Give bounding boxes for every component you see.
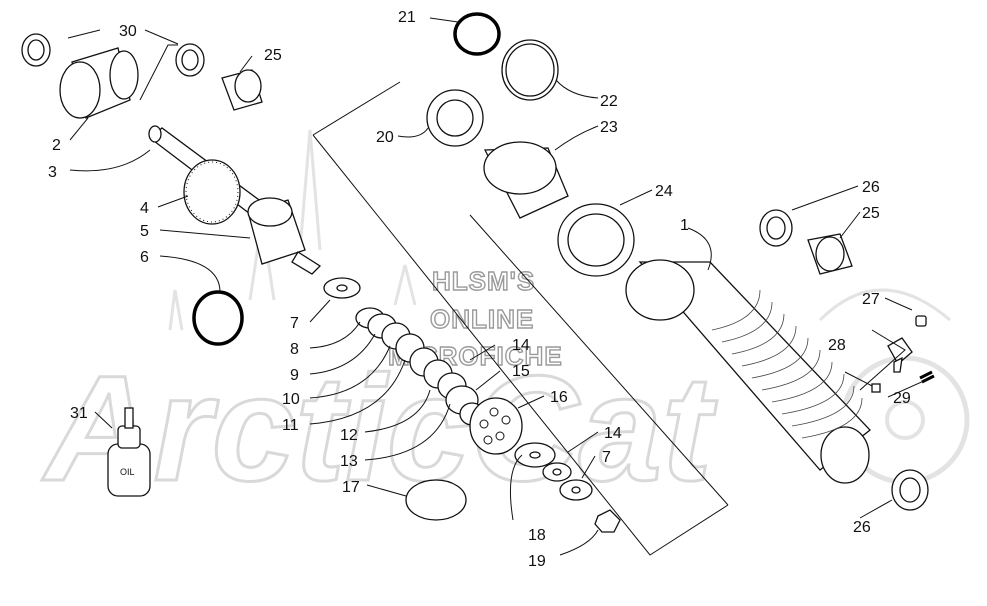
callout-14-lower: 14 [604,425,622,442]
part-19-nut [594,509,621,533]
callout-15: 15 [512,363,530,380]
callout-29: 29 [893,390,911,407]
callout-labels: 30 25 2 3 4 5 6 7 8 9 10 11 12 13 14 15 … [48,9,911,570]
part-7-washer [323,277,361,299]
callout-25-right: 25 [862,205,880,222]
callout-10: 10 [282,391,300,408]
callout-21: 21 [398,9,416,26]
callout-2: 2 [52,137,61,154]
callout-30: 30 [119,23,137,40]
part-31-oil-bottle: OIL [107,407,151,497]
part-21-o-ring [453,12,501,56]
callout-12: 12 [340,427,358,444]
part-20-cap [426,89,484,147]
callout-27: 27 [862,291,880,308]
callout-7-lower: 7 [602,449,611,466]
part-23-collar [483,141,569,219]
callout-17: 17 [342,479,360,496]
callout-8: 8 [290,341,299,358]
part-25-spacer-top [221,69,263,111]
callout-22: 22 [600,93,618,110]
callout-26-top: 26 [862,179,880,196]
part-24-seal [557,203,635,277]
watermark-line-2: ONLINE [430,304,534,334]
part-30-bushing-left [21,33,51,67]
part-25-spacer-right [807,233,853,275]
valve-shim-stack [355,307,485,426]
part-2-eye-sleeve [59,47,139,119]
part-26-bushing-bottom [891,469,929,511]
part-16-piston [469,397,523,455]
leader-lines [67,17,927,556]
part-27-screw [915,315,927,327]
callout-11: 11 [282,417,299,434]
callout-20: 20 [376,129,394,146]
part-30-bushing-right [175,43,205,77]
callout-3: 3 [48,164,57,181]
callout-31: 31 [70,405,88,422]
callout-25-top: 25 [264,47,282,64]
callout-5: 5 [140,223,149,240]
callout-1: 1 [680,217,689,234]
callout-18: 18 [528,527,546,544]
callout-16: 16 [550,389,568,406]
callout-6: 6 [140,249,149,266]
callout-13: 13 [340,453,358,470]
callout-24: 24 [655,183,673,200]
callout-7-upper: 7 [290,315,299,332]
callout-9: 9 [290,367,299,384]
part-22-ring [501,39,559,101]
callout-23: 23 [600,119,618,136]
callout-4: 4 [140,200,149,217]
part-18-washer [514,442,556,468]
part-7-washer-lower [559,479,593,501]
part-1-shock-body [625,259,871,484]
watermark-line-1: HLSM'S [432,266,535,296]
leader-30-link [139,44,178,101]
callout-19: 19 [528,553,546,570]
callout-14-upper: 14 [512,337,530,354]
part-29-seat [871,383,881,393]
callout-26-bottom: 26 [853,519,871,536]
assembly-bracket-lines [312,81,729,556]
part-5-seal-head [247,197,322,275]
part-29-spring [919,370,935,384]
part-17-piston-ring [405,479,467,521]
part-26-bushing-top [759,209,793,247]
part-6-o-ring [192,290,244,346]
part-4-bumper [183,159,241,225]
oil-bottle-label: OIL [120,467,135,477]
watermark-brand: ArcticCat [41,344,718,512]
part-14-washer [542,462,572,482]
callout-28: 28 [828,337,846,354]
part-28-valve [887,337,913,373]
